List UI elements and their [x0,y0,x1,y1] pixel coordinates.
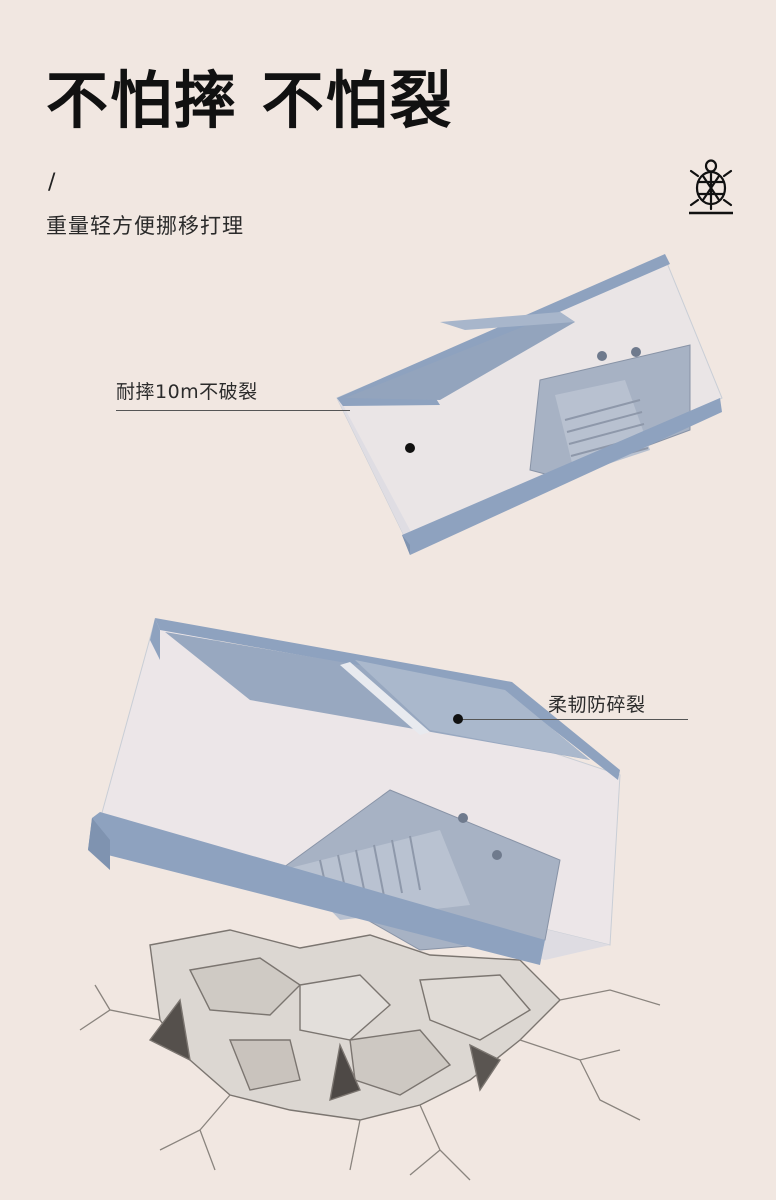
subtitle: 重量轻方便挪移打理 [46,214,244,238]
callout-line-2 [462,719,688,720]
cracked-rubble [148,929,561,1121]
callout-shatter-resistant: 柔韧防碎裂 [548,694,646,716]
headline: 不怕摔 不怕裂 [46,64,454,137]
turtle-icon [689,159,733,215]
lower-tank [88,618,621,965]
upper-tank [336,254,723,555]
callout-dot-1 [405,443,415,453]
callout-drop-resistant: 耐摔10m不破裂 [116,381,258,403]
divider-mark: / [48,170,56,195]
callout-line-1 [116,410,350,411]
ground-cracks [79,984,661,1181]
callout-dot-2 [453,714,463,724]
